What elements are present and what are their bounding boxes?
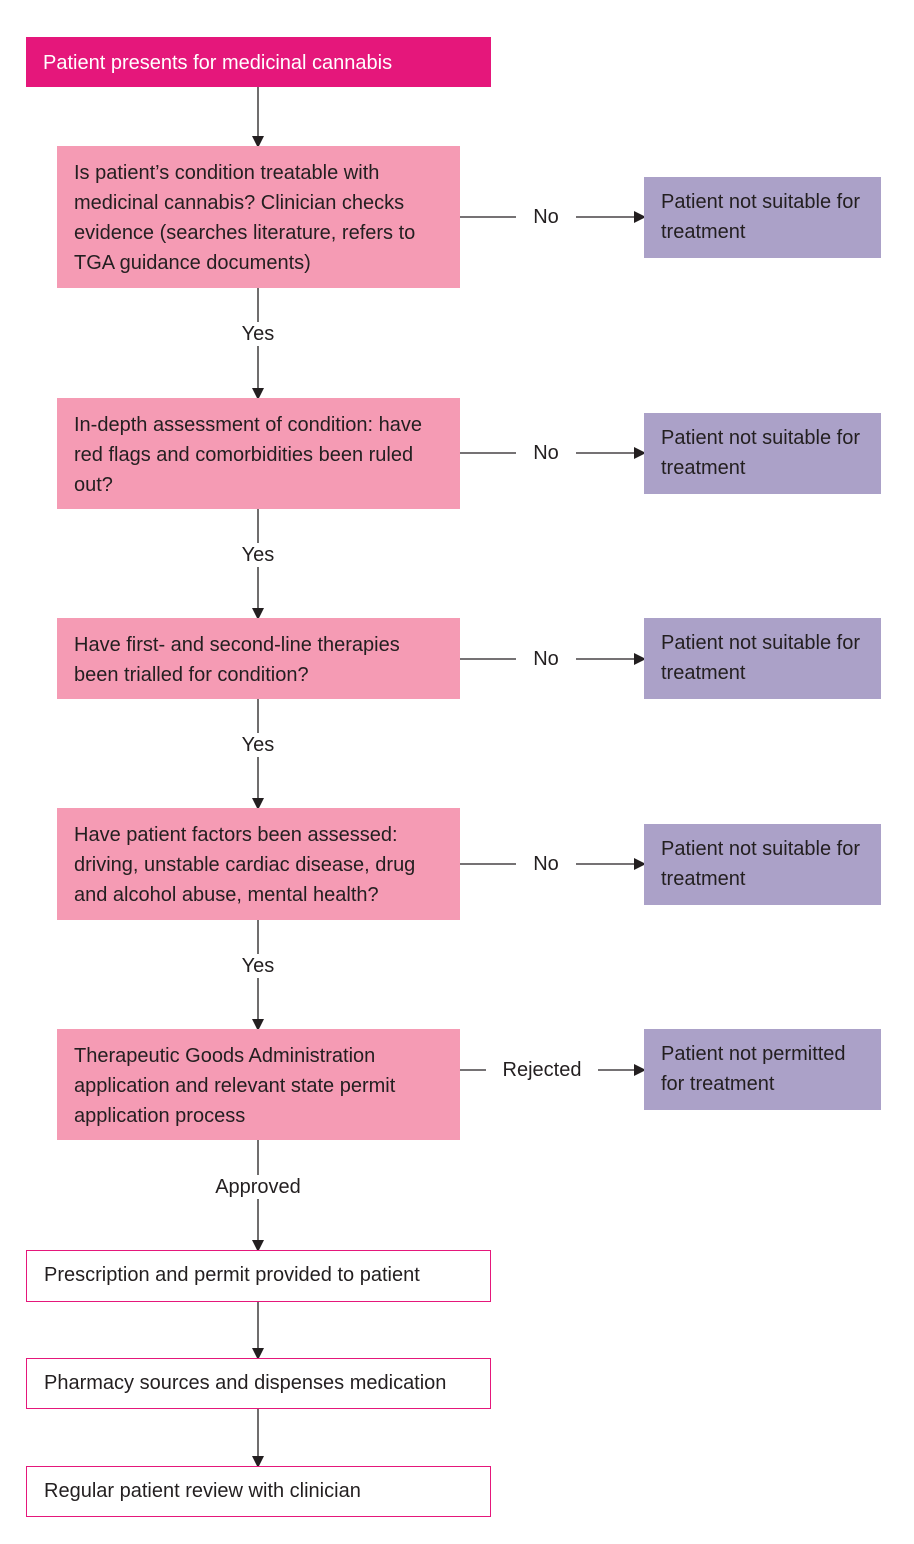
next-label-2: Yes (228, 543, 288, 567)
outcome-box-4: Patient not suitable for treatment (644, 824, 881, 905)
next-label-3: Yes (228, 733, 288, 757)
outcome-box-3: Patient not suitable for treatment (644, 618, 881, 699)
branch-label-4: No (516, 852, 576, 876)
outcome-box-2: Patient not suitable for treatment (644, 413, 881, 494)
decision-box-1: Is patient’s condition treatable with me… (57, 146, 460, 288)
next-label-4: Yes (228, 954, 288, 978)
final-box-2: Pharmacy sources and dispenses medicatio… (26, 1358, 491, 1409)
final-box-1: Prescription and permit provided to pati… (26, 1250, 491, 1302)
outcome-box-5: Patient not permitted for treatment (644, 1029, 881, 1110)
branch-label-3: No (516, 647, 576, 671)
next-label-5: Approved (198, 1175, 318, 1199)
branch-label-5: Rejected (486, 1058, 598, 1082)
branch-label-2: No (516, 441, 576, 465)
next-label-1: Yes (228, 322, 288, 346)
decision-box-2: In-depth assessment of condition: have r… (57, 398, 460, 509)
decision-box-4: Have patient factors been assessed: driv… (57, 808, 460, 920)
final-box-3: Regular patient review with clinician (26, 1466, 491, 1517)
start-box: Patient presents for medicinal cannabis (26, 37, 491, 87)
decision-box-3: Have first- and second-line therapies be… (57, 618, 460, 699)
decision-box-5: Therapeutic Goods Administration applica… (57, 1029, 460, 1140)
branch-label-1: No (516, 205, 576, 229)
outcome-box-1: Patient not suitable for treatment (644, 177, 881, 258)
